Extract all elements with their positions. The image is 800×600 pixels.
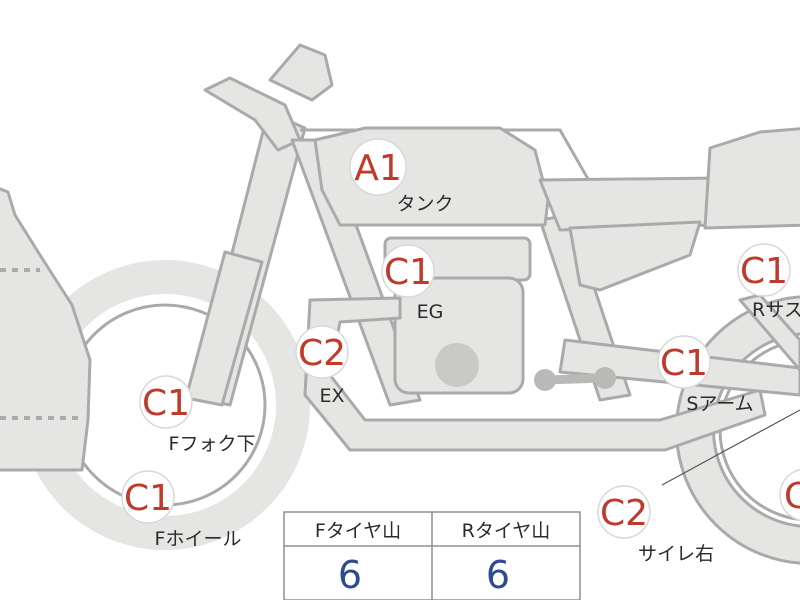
badge-rear-wheel: C: [779, 468, 800, 522]
grade-text: C1: [124, 478, 172, 519]
part-label: EX: [319, 385, 344, 407]
exhaust-pipe-shape: [303, 296, 767, 452]
grade-text: C2: [298, 333, 346, 374]
badge-engine: C1 EG: [381, 244, 444, 323]
seat-rear-shape: [703, 127, 800, 230]
badge-circle: [295, 325, 349, 379]
rear-tread-header: Rタイヤ山: [462, 520, 551, 542]
part-label: Sアーム: [686, 393, 753, 415]
side-cover-shape: [568, 220, 702, 292]
badge-tank: A1 タンク: [349, 138, 454, 215]
tread-table: Fタイヤ山 Rタイヤ山 6 6: [283, 511, 581, 600]
badge-circle: [597, 485, 651, 539]
badge-circle: [737, 243, 791, 297]
badge-front-wheel: C1 Fホイール: [121, 470, 242, 550]
badge-rear-suspension: C1 Rサス: [737, 243, 800, 321]
grade-text: C1: [384, 252, 432, 293]
badge-circle: [381, 244, 435, 298]
part-label: Fフォク下: [169, 433, 256, 455]
badge-circle: [139, 375, 193, 429]
rear-suspension-shape: [738, 293, 800, 372]
part-label: タンク: [396, 193, 453, 215]
part-label: サイレ右: [638, 543, 714, 565]
grade-text: C1: [660, 343, 708, 384]
grade-text: C2: [600, 493, 648, 534]
engine-body-shape: [393, 276, 525, 395]
muffler-leader-line: [661, 409, 800, 486]
shock-link-end-right: [594, 367, 616, 389]
badge-circle: [657, 335, 711, 389]
badge-circle: [349, 138, 407, 196]
badge-exhaust: C2 EX: [295, 325, 349, 407]
badge-swing-arm: C1 Sアーム: [657, 335, 754, 415]
badge-circle: [779, 468, 800, 522]
part-label: Rサス: [752, 299, 800, 321]
motorcycle-illustration: [0, 43, 800, 565]
grade-text: C1: [740, 251, 788, 292]
badge-circle: [121, 470, 175, 524]
headlight-shape: [268, 43, 334, 102]
shock-link-end-left: [534, 369, 556, 391]
grade-text: C: [784, 476, 800, 517]
grade-text: C1: [142, 383, 190, 424]
part-label: EG: [417, 301, 444, 323]
grade-text: A1: [354, 148, 402, 189]
part-label: Fホイール: [155, 528, 242, 550]
front-fender-shape: [0, 187, 92, 472]
engine-cover-shape: [435, 343, 479, 387]
front-fork-lower-shape: [184, 250, 264, 407]
rear-tread-value: 6: [486, 553, 510, 597]
badge-front-fork-lower: C1 Fフォク下: [139, 375, 256, 455]
front-tread-header: Fタイヤ山: [315, 520, 401, 542]
badge-muffler-right: C2 サイレ右: [597, 485, 714, 565]
front-tread-value: 6: [338, 553, 362, 597]
